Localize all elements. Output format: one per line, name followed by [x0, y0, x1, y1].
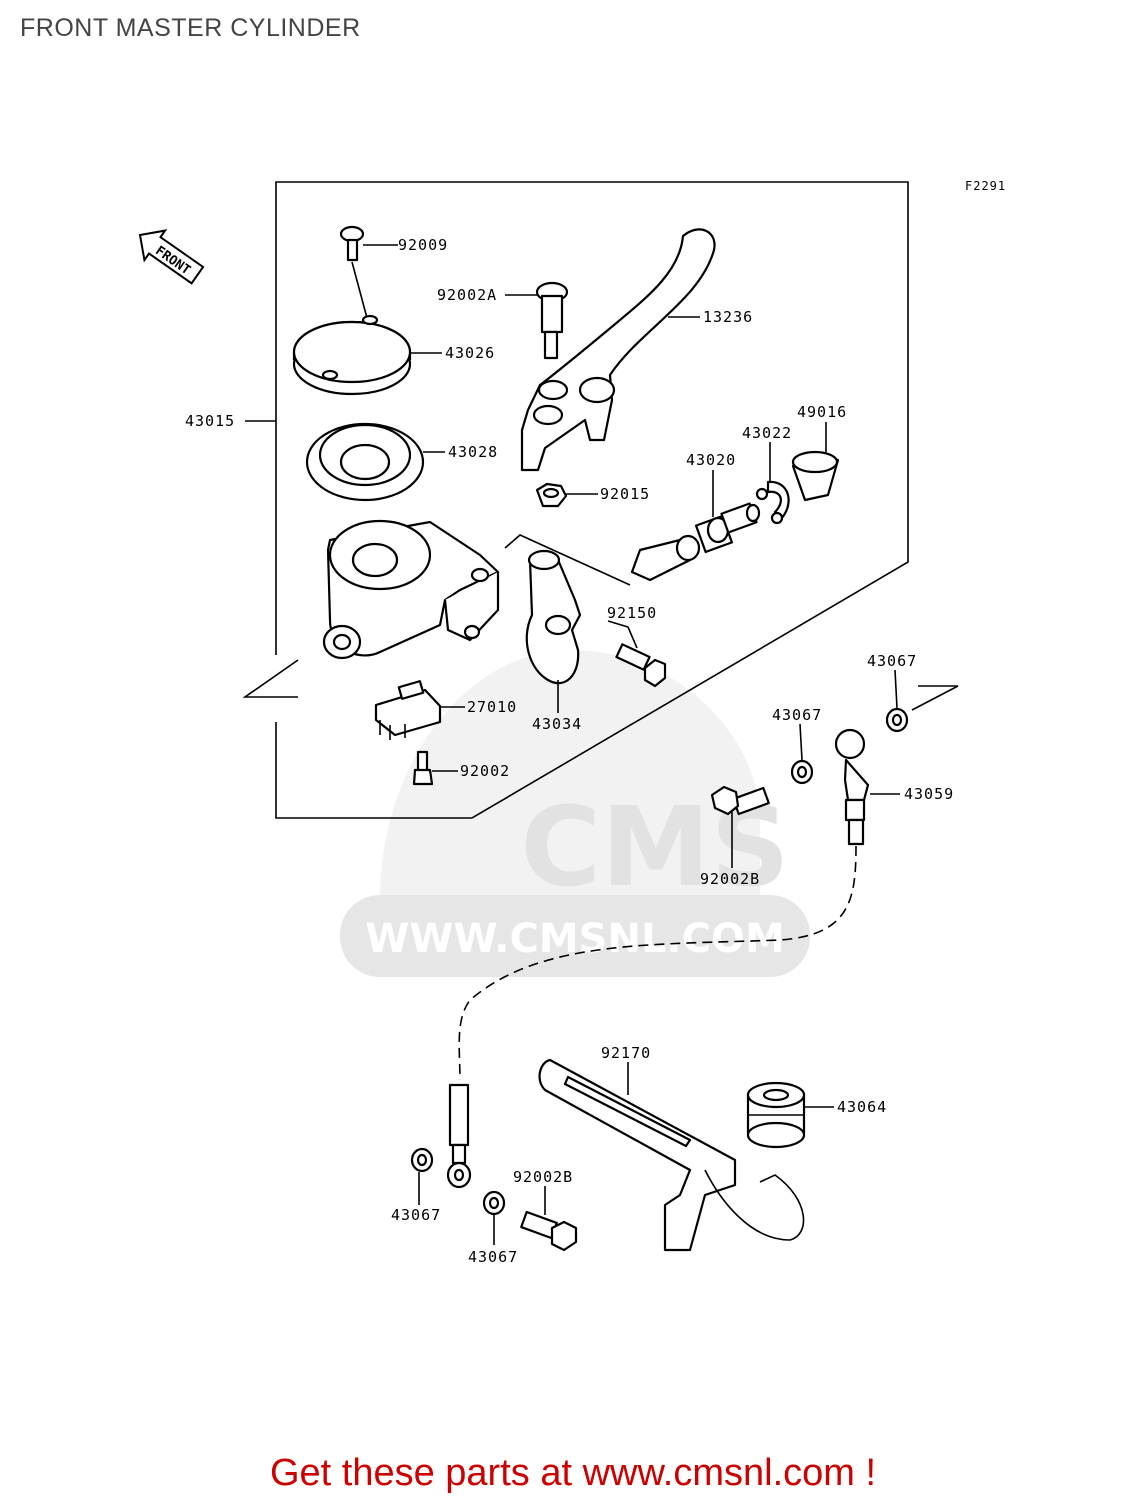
dust-boot-49016 [791, 450, 840, 502]
screw-92002 [412, 750, 434, 786]
label-49016: 49016 [797, 403, 847, 421]
clamp-bolt-92150 [615, 626, 667, 688]
grommet-43064 [746, 1081, 806, 1149]
label-43067-b: 43067 [772, 706, 822, 724]
clamp-43034 [525, 549, 582, 685]
screw-92009 [339, 225, 368, 319]
diaphragm-43028 [305, 422, 425, 502]
label-92002B-b: 92002B [513, 1168, 573, 1186]
cms-watermark: WWW.CMSNL.COM CMS [340, 650, 810, 977]
circlip-43022 [755, 480, 790, 525]
label-43067-a: 43067 [867, 652, 917, 670]
leader-lines [245, 244, 900, 1245]
label-13236: 13236 [703, 308, 753, 326]
label-43015: 43015 [185, 412, 235, 430]
pivot-bolt-92002A [535, 281, 569, 360]
label-92009: 92009 [398, 236, 448, 254]
figure-code: F2291 [965, 179, 1006, 193]
label-43028: 43028 [448, 443, 498, 461]
label-92150: 92150 [607, 604, 657, 622]
hose-end-lower [446, 1083, 472, 1189]
label-92015: 92015 [600, 485, 650, 503]
banjo-bolt-92002B-upper [710, 785, 770, 816]
label-43064: 43064 [837, 1098, 887, 1116]
watermark-url: WWW.CMSNL.COM [365, 916, 785, 962]
label-43026: 43026 [445, 344, 495, 362]
label-27010: 27010 [467, 698, 517, 716]
label-92002B-a: 92002B [700, 870, 760, 888]
label-43034: 43034 [532, 715, 582, 733]
label-92002A: 92002A [437, 286, 497, 304]
page-title: FRONT MASTER CYLINDER [20, 14, 361, 42]
brake-switch-27010 [374, 680, 442, 740]
label-43020: 43020 [686, 451, 736, 469]
piston-assembly-43020 [630, 502, 761, 582]
bracket-92170 [538, 1058, 805, 1252]
master-cylinder-body-43015 [322, 519, 631, 660]
label-43059: 43059 [904, 785, 954, 803]
brake-hose-43059 [458, 728, 870, 1081]
label-43022: 43022 [742, 424, 792, 442]
label-43067-d: 43067 [468, 1248, 518, 1266]
nut-92015 [535, 482, 568, 508]
brake-lever-13236 [520, 228, 716, 472]
banjo-bolt-92002B-lower [520, 1210, 578, 1252]
reservoir-cap-43026 [292, 314, 412, 396]
front-arrow-icon: FRONT [138, 229, 205, 285]
assembly-frame [242, 181, 909, 819]
parts-diagram: WWW.CMSNL.COM CMS FRONT F2291 [138, 179, 1006, 1266]
footer-parts-link[interactable]: Get these parts at www.cmsnl.com ! [269, 1452, 877, 1494]
label-92170: 92170 [601, 1044, 651, 1062]
label-92002: 92002 [460, 762, 510, 780]
label-43067-c: 43067 [391, 1206, 441, 1224]
